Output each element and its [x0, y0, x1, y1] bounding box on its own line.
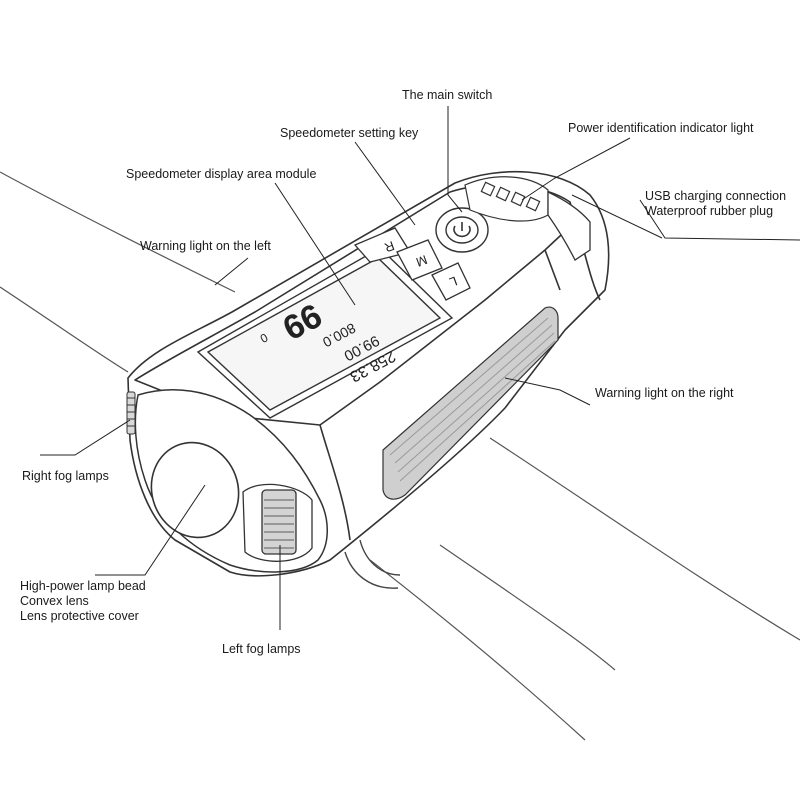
m-button[interactable]	[396, 239, 443, 281]
m-button-label: M	[414, 252, 429, 270]
warning-light-right	[382, 306, 559, 500]
power-indicator-lights	[464, 176, 549, 222]
label-lamp: High-power lamp bead Convex lens Lens pr…	[20, 579, 146, 624]
leader-lines	[40, 106, 800, 630]
left-fog-lamp	[242, 483, 313, 562]
mounting-bracket	[344, 539, 401, 589]
leader-warning-right	[504, 377, 591, 406]
leader-lamp	[95, 484, 206, 576]
label-lamp-line-1: High-power lamp bead	[20, 579, 146, 593]
label-power-indicator: Power identification indicator light	[568, 121, 754, 135]
label-right-fog: Right fog lamps	[22, 469, 109, 483]
label-warning-right: Warning light on the right	[595, 386, 734, 400]
label-main-switch: The main switch	[402, 88, 493, 102]
label-left-fog: Left fog lamps	[222, 642, 301, 656]
display-module	[196, 247, 454, 419]
main-switch[interactable]	[435, 207, 489, 253]
power-icon	[453, 222, 471, 238]
leader-warning-left	[214, 257, 249, 286]
leader-speedometer-key	[354, 141, 416, 226]
label-usb: USB charging connection Waterproof rubbe…	[645, 189, 786, 219]
label-speedometer-key: Speedometer setting key	[280, 126, 419, 140]
l-button[interactable]	[431, 262, 471, 301]
leader-usb	[639, 199, 800, 241]
label-lamp-line-3: Lens protective cover	[20, 609, 139, 623]
label-usb-line-1: USB charging connection	[645, 189, 787, 203]
right-fog-lamp	[126, 391, 136, 435]
convex-lens	[150, 441, 240, 539]
leader-power-indicator	[521, 137, 631, 201]
l-button-label: L	[447, 273, 459, 290]
handlebar	[0, 171, 800, 741]
label-lamp-line-2: Convex lens	[20, 594, 89, 608]
leader-main-switch	[447, 106, 463, 213]
label-display-module: Speedometer display area module	[126, 167, 317, 181]
leader-usb-2	[571, 194, 663, 239]
usb-rubber-plug	[547, 190, 591, 261]
label-usb-line-2: Waterproof rubber plug	[645, 204, 774, 218]
speedometer-setting-keys	[353, 227, 471, 301]
leader-right-fog	[40, 419, 131, 456]
leader-display-module	[274, 182, 356, 306]
label-warning-left: Warning light on the left	[140, 239, 271, 253]
